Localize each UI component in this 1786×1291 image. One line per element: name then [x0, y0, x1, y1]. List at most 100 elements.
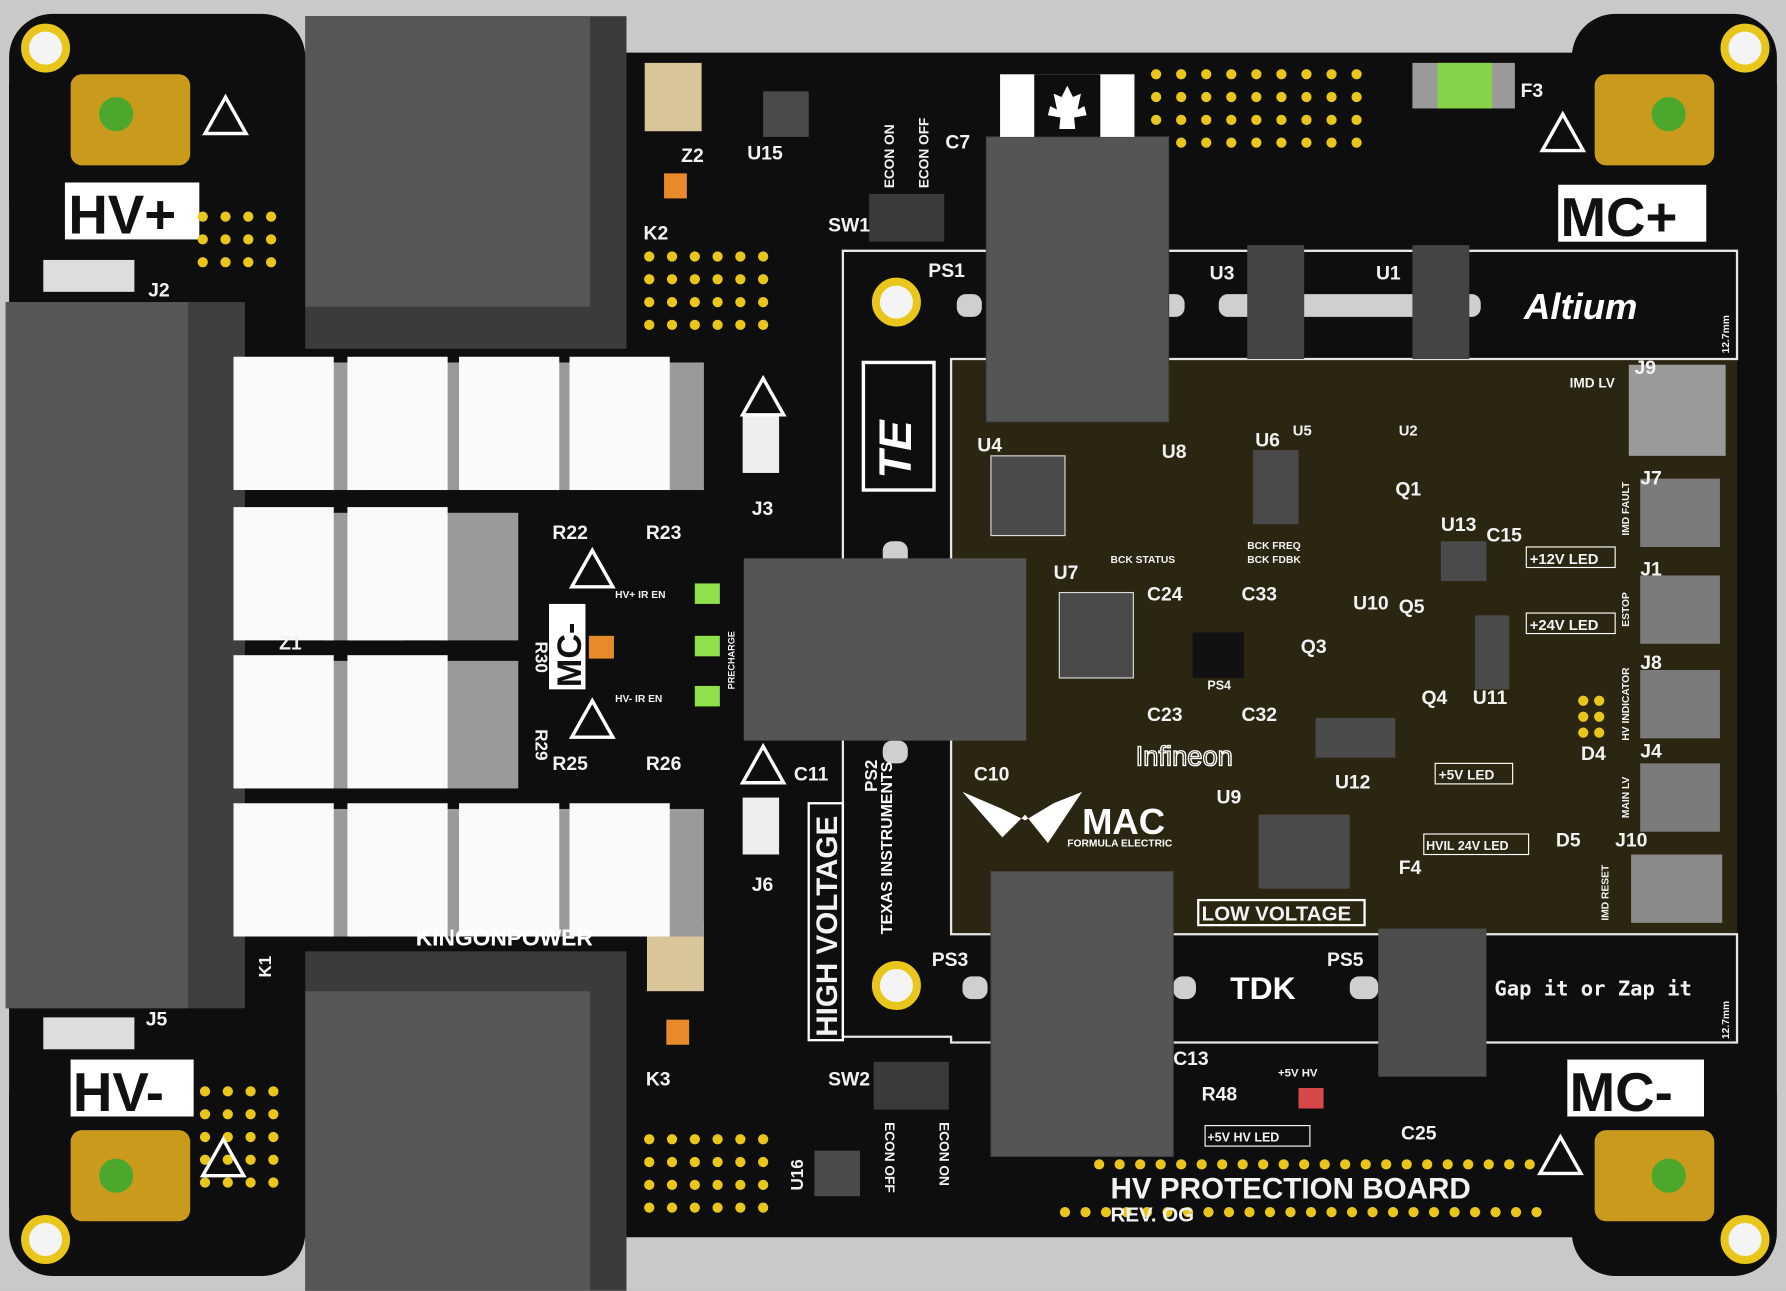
via-icon — [220, 211, 231, 222]
econ-on-label: ECON ON — [937, 1122, 952, 1186]
via-icon — [1346, 1207, 1358, 1218]
via-icon — [1278, 1159, 1289, 1170]
high-voltage-warning-icon — [739, 374, 787, 417]
via-icon — [1150, 69, 1162, 80]
refdes: Q5 — [1399, 596, 1425, 618]
via-icon — [1442, 1159, 1453, 1170]
hv-5v-label: +5V HV — [1278, 1068, 1318, 1080]
refdes: U7 — [1054, 562, 1079, 584]
tvs-z2 — [644, 62, 702, 132]
refdes: R22 — [552, 522, 588, 544]
board-revision: REV. OG — [1111, 1203, 1195, 1226]
via-icon — [199, 1154, 211, 1165]
via-icon — [1326, 114, 1337, 125]
via-icon — [689, 1156, 700, 1168]
label-mc-minus-mid: MC- — [551, 623, 589, 688]
mounting-hole-icon — [871, 961, 921, 1010]
via-icon — [1428, 1207, 1440, 1218]
led-24v-label: +24V LED — [1530, 618, 1599, 634]
via-icon — [1217, 1159, 1228, 1170]
refdes: J2 — [148, 279, 170, 301]
main-lv-label: MAIN LV — [1621, 777, 1632, 819]
via-icon — [199, 1109, 211, 1120]
via-icon — [1251, 69, 1262, 80]
via-icon — [1226, 69, 1237, 80]
connector-j9 — [1628, 364, 1726, 456]
optocoupler-u1 — [1412, 245, 1470, 360]
via-icon — [1276, 137, 1287, 148]
bck-status-label: BCK STATUS — [1111, 555, 1176, 566]
via-icon — [644, 274, 655, 285]
relay — [347, 507, 448, 641]
via-icon — [1201, 69, 1212, 80]
via-icon — [1504, 1159, 1515, 1170]
via-icon — [1059, 1207, 1071, 1218]
refdes: R23 — [646, 522, 682, 544]
via-icon — [644, 1134, 655, 1145]
via-icon — [1301, 69, 1312, 80]
refdes: C33 — [1242, 584, 1278, 606]
altium-logo: Altium — [1523, 286, 1637, 327]
refdes: J6 — [752, 874, 774, 896]
lug-mc-plus — [1594, 74, 1715, 166]
connector-j7 — [1640, 478, 1720, 547]
via-icon — [1121, 1207, 1132, 1218]
via-icon — [1422, 1159, 1433, 1170]
via-icon — [735, 319, 746, 330]
via-icon — [1155, 1159, 1166, 1170]
via-icon — [1244, 1207, 1255, 1218]
imd-fault-label: IMD FAULT — [1621, 481, 1632, 536]
via-icon — [666, 274, 678, 285]
via-icon — [1276, 114, 1287, 125]
mounting-hole-icon — [1720, 23, 1770, 73]
relay-array — [233, 356, 704, 937]
via-icon — [1301, 137, 1312, 148]
refdes: SW2 — [828, 1069, 870, 1091]
ic-u6 — [1252, 450, 1299, 525]
ic-ps4 — [1192, 632, 1244, 678]
via-icon — [712, 251, 723, 262]
connector-j4 — [1640, 763, 1720, 832]
mounting-hole-icon — [21, 23, 71, 73]
relay — [233, 507, 334, 641]
via-icon — [1594, 695, 1605, 706]
via-icon — [689, 319, 700, 330]
relay — [569, 803, 670, 937]
via-icon — [1162, 1207, 1173, 1218]
via-icon — [245, 1109, 256, 1120]
ic-u13 — [1440, 541, 1487, 582]
refdes: C11 — [794, 763, 829, 785]
bck-fdbk-label: BCK FDBK — [1247, 555, 1301, 566]
dimension-label: 12.7mm — [1721, 1001, 1732, 1039]
refdes: F3 — [1521, 80, 1544, 102]
via-icon — [689, 274, 700, 285]
refdes: U13 — [1441, 514, 1477, 536]
via-icon — [758, 319, 769, 330]
dcdc-ps5 — [1378, 928, 1487, 1077]
large-components — [5, 16, 1726, 1291]
mac-subtitle: FORMULA ELECTRIC — [1067, 839, 1173, 850]
mac-logo-wings-icon — [962, 791, 1083, 844]
refdes: Q4 — [1422, 687, 1448, 709]
mosfet-u7 — [1058, 591, 1134, 679]
refdes: U12 — [1335, 771, 1371, 793]
via-icon — [1114, 1159, 1125, 1170]
refdes: PS3 — [932, 949, 969, 971]
via-icon — [1251, 137, 1262, 148]
refdes: U4 — [977, 434, 1002, 456]
dcdc-ps1 — [985, 136, 1170, 423]
via-icon — [1524, 1159, 1535, 1170]
refdes: J9 — [1635, 357, 1657, 379]
via-icon — [243, 234, 254, 245]
via-icon — [735, 1134, 746, 1145]
via-icon — [735, 1202, 746, 1213]
board-title: HV PROTECTION BOARD — [1111, 1172, 1471, 1205]
relay — [347, 655, 448, 789]
status-leds — [588, 173, 1324, 1109]
bck-freq-label: BCK FREQ — [1247, 541, 1301, 552]
via-icon — [199, 1131, 211, 1143]
via-icon — [1285, 1207, 1296, 1218]
via-icon — [243, 257, 254, 268]
refdes: U10 — [1353, 593, 1389, 615]
refdes: U9 — [1216, 786, 1241, 808]
